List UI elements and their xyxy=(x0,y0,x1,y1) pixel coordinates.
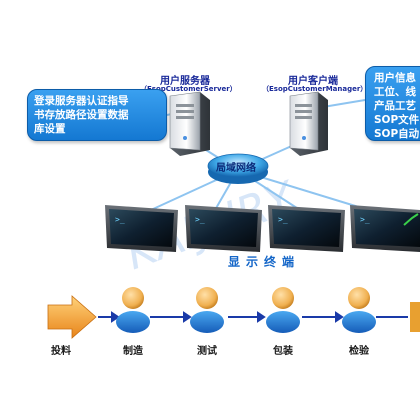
callout-line: 书存放路径设置数据 xyxy=(34,109,129,121)
terminals-title: 显示终端 xyxy=(228,255,301,269)
next-step-icon xyxy=(410,302,420,332)
client-subtitle: （EsopCustomerManager） xyxy=(262,85,368,93)
worker-icon xyxy=(190,287,224,333)
svg-text:>_: >_ xyxy=(360,215,370,224)
flow-arrows xyxy=(98,311,408,323)
svg-text:>_: >_ xyxy=(195,215,205,224)
monitor-icon: >_ xyxy=(105,205,178,252)
feed-arrow-icon xyxy=(47,295,97,339)
callout-line: SOP文件 xyxy=(374,114,420,126)
monitor-icon: >_ xyxy=(350,205,420,252)
svg-text:>_: >_ xyxy=(278,215,288,224)
hub-label: 局域网络 xyxy=(216,163,256,174)
client-tower-icon xyxy=(289,91,328,156)
callout-line: SOP自动 xyxy=(374,128,420,140)
step-label-manufacture: 制造 xyxy=(123,346,143,357)
server-subtitle: （EsopCustomerServer） xyxy=(140,85,237,93)
monitor-icon: >_ xyxy=(268,205,345,252)
client-title: 用户客户端 xyxy=(288,76,338,87)
step-label-feed: 投料 xyxy=(51,346,71,357)
server-tower-icon xyxy=(169,91,210,156)
monitor-icon: >_ xyxy=(185,205,262,252)
worker-icon xyxy=(116,287,150,333)
callout-line: 工位、线 xyxy=(374,86,416,98)
server-callout: 登录服务器认证指导 书存放路径设置数据 库设置 xyxy=(27,89,167,141)
svg-text:>_: >_ xyxy=(115,215,125,224)
callout-line: 登录服务器认证指导 xyxy=(34,95,129,107)
server-title: 用户服务器 xyxy=(160,76,210,87)
callout-line: 库设置 xyxy=(34,123,66,135)
worker-icon xyxy=(342,287,376,333)
step-label-inspect: 检验 xyxy=(349,346,369,357)
step-label-pack: 包装 xyxy=(273,346,293,357)
callout-line: 产品工艺 xyxy=(374,100,416,112)
process-flow xyxy=(47,287,420,339)
network-hub-icon xyxy=(207,153,269,184)
callout-line: 用户信息 xyxy=(374,72,416,84)
step-label-test: 测试 xyxy=(197,346,217,357)
worker-icon xyxy=(266,287,300,333)
client-callout: 用户信息 工位、线 产品工艺 SOP文件 SOP自动 xyxy=(365,66,420,141)
terminal-monitors: >_ >_ >_ >_ xyxy=(105,205,420,252)
